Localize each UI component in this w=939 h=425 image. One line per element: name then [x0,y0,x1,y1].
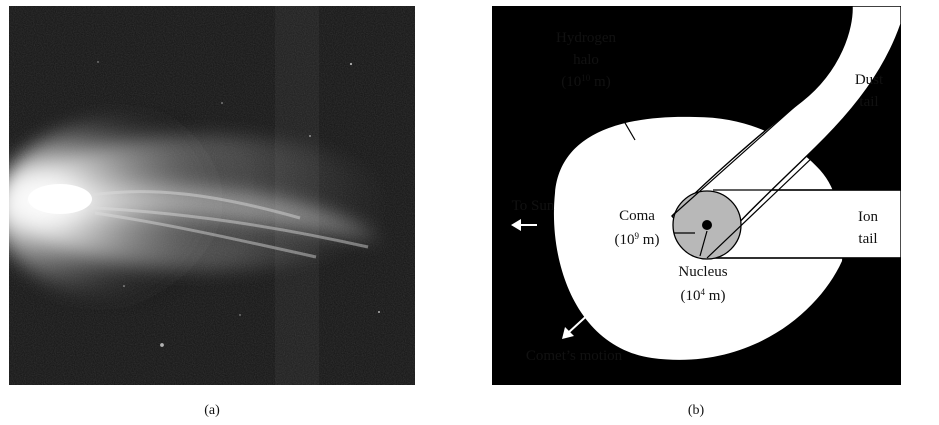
nucleus-leader-line [699,230,708,257]
to-sun-label: To Sun [512,198,555,214]
hydrogen-halo-label-line2: halo [573,52,599,68]
panel-b-diagram: Hydrogen halo (1010 m) Dust tail To Sun … [492,6,901,385]
comet-tail-streaks [71,190,369,259]
hydrogen-halo-leader-line [613,103,636,141]
dust-tail-label-line2: tail [859,94,878,110]
comets-motion-arrow [562,310,593,339]
coma-label: Coma [619,208,655,224]
photo-stars [97,61,380,347]
dust-tail-outer-line [706,115,857,259]
coma-size-label: (109 m) [615,231,660,248]
nucleus-label: Nucleus [678,264,727,280]
panel-a-caption: (a) [204,403,220,418]
comets-motion-label: Comet’s motion [526,348,623,364]
panel-a-photograph [9,6,415,385]
dust-tail-label-line1: Dust [855,72,884,88]
ion-tail-label-line2: tail [858,231,877,247]
ion-tail-label-line1: Ion [858,209,878,225]
diagram-content [511,6,901,360]
panel-b-caption: (b) [688,403,705,418]
dust-tail-inner-line [671,100,802,217]
photo-content [9,6,415,385]
comet-main-tail [40,185,382,241]
to-sun-arrow [511,219,537,231]
hydrogen-halo-label-line1: Hydrogen [556,30,616,46]
hydrogen-halo-size-label: (1010 m) [561,73,610,90]
nucleus-size-label: (104 m) [681,287,726,304]
nucleus-dot [702,220,712,230]
diagram-labels: Hydrogen halo (1010 m) Dust tail To Sun … [512,30,884,364]
comet-bright-nucleus [28,184,92,214]
